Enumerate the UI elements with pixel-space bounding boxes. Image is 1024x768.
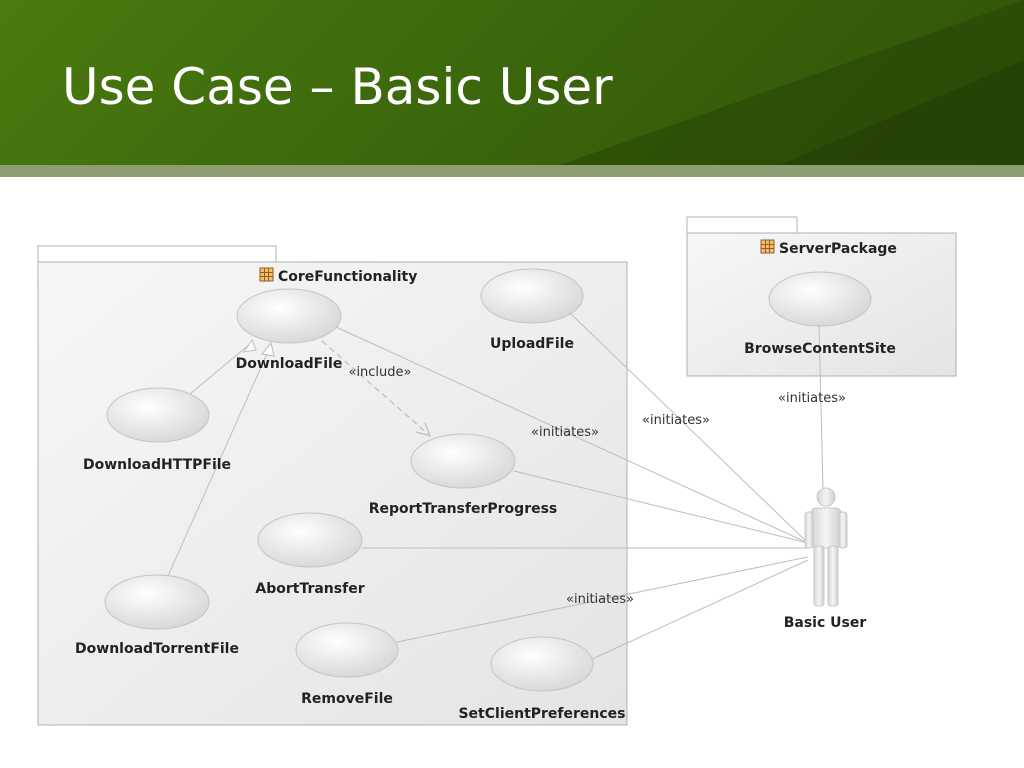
usecase-uploadfile-label: UploadFile (490, 336, 574, 352)
initiates-label-uploadfile: «initiates» (642, 413, 710, 428)
generalizations (167, 338, 275, 577)
usecase-reporttransferprogress-ellipse (410, 433, 516, 489)
assoc-setprefs (589, 559, 809, 661)
gen-http (189, 343, 251, 395)
assoc-browsecontent (818, 324, 824, 489)
usecase-downloadfile-label: DownloadFile (236, 356, 343, 372)
server-package-header: ServerPackage (760, 239, 897, 257)
include-dependency (321, 340, 431, 437)
usecase-uploadfile-ellipse (480, 268, 584, 324)
actor-name: Basic User (784, 615, 867, 631)
package-icon (760, 239, 775, 254)
title-banner (0, 0, 1024, 165)
usecase-setclientpreferences-ellipse (490, 636, 594, 692)
usecase-aborttransfer-ellipse (257, 512, 363, 568)
usecase-downloadtorrentfile-ellipse (104, 574, 210, 630)
assoc-uploadfile (569, 312, 809, 544)
package-icon (259, 267, 274, 282)
usecase-setclientpreferences-label: SetClientPreferences (458, 706, 625, 722)
usecase-removefile-ellipse (295, 622, 399, 678)
usecase-browsecontentsite-label: BrowseContentSite (744, 341, 896, 357)
assoc-removefile (396, 556, 809, 643)
assoc-reportprogress (513, 470, 809, 544)
gen-torrent (167, 346, 271, 577)
banner-stripe (0, 165, 1024, 177)
initiates-label-browsecontent: «initiates» (778, 391, 846, 406)
banner-shading (560, 0, 1024, 165)
usecase-downloadhttpfile-ellipse (106, 387, 210, 443)
use-cases (104, 268, 872, 692)
gen-http-arrowhead (242, 338, 257, 353)
usecase-browsecontentsite-ellipse (768, 271, 872, 327)
usecase-downloadfile-ellipse (236, 288, 342, 344)
stick-figure-icon (804, 487, 848, 607)
initiates-label-removefile: «initiates» (566, 592, 634, 607)
usecase-aborttransfer-label: AbortTransfer (255, 581, 364, 597)
include-stereotype-label: «include» (348, 365, 411, 380)
slide-title: Use Case – Basic User (62, 58, 613, 116)
gen-torrent-arrowhead (261, 341, 275, 357)
associations (335, 312, 824, 661)
initiates-label-downloadfile: «initiates» (531, 425, 599, 440)
assoc-downloadfile (335, 326, 809, 544)
core-package-name: CoreFunctionality (278, 269, 417, 285)
server-package-name: ServerPackage (779, 241, 897, 257)
usecase-downloadhttpfile-label: DownloadHTTPFile (83, 457, 231, 473)
usecase-removefile-label: RemoveFile (301, 691, 393, 707)
core-package-header: CoreFunctionality (259, 267, 417, 285)
usecase-reporttransferprogress-label: ReportTransferProgress (369, 501, 558, 517)
usecase-downloadtorrentfile-label: DownloadTorrentFile (75, 641, 239, 657)
